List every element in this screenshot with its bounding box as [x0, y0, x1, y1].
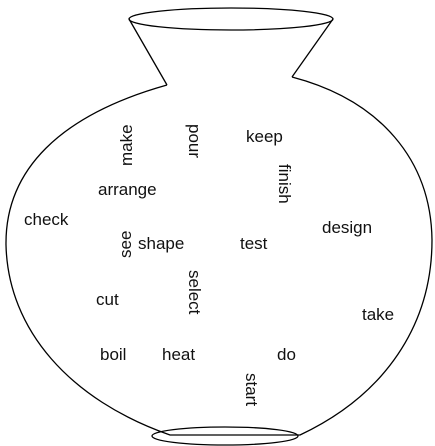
word-keep: keep	[246, 128, 283, 145]
word-start: start	[243, 373, 260, 406]
word-shape: shape	[138, 235, 184, 252]
word-make: make	[118, 124, 135, 166]
vase-neck-left	[129, 19, 167, 85]
word-heat: heat	[162, 346, 195, 363]
vase-body	[6, 77, 432, 435]
word-check: check	[24, 211, 68, 228]
word-cut: cut	[96, 291, 119, 308]
vase-rim	[129, 8, 333, 30]
word-do: do	[277, 346, 296, 363]
word-see: see	[117, 231, 134, 258]
word-arrange: arrange	[98, 181, 157, 198]
word-take: take	[362, 306, 394, 323]
word-pour: pour	[186, 124, 203, 158]
word-boil: boil	[100, 346, 126, 363]
word-finish: finish	[276, 164, 293, 204]
word-design: design	[322, 219, 372, 236]
vase-base	[152, 427, 298, 445]
word-select: select	[186, 270, 203, 314]
word-test: test	[240, 235, 267, 252]
